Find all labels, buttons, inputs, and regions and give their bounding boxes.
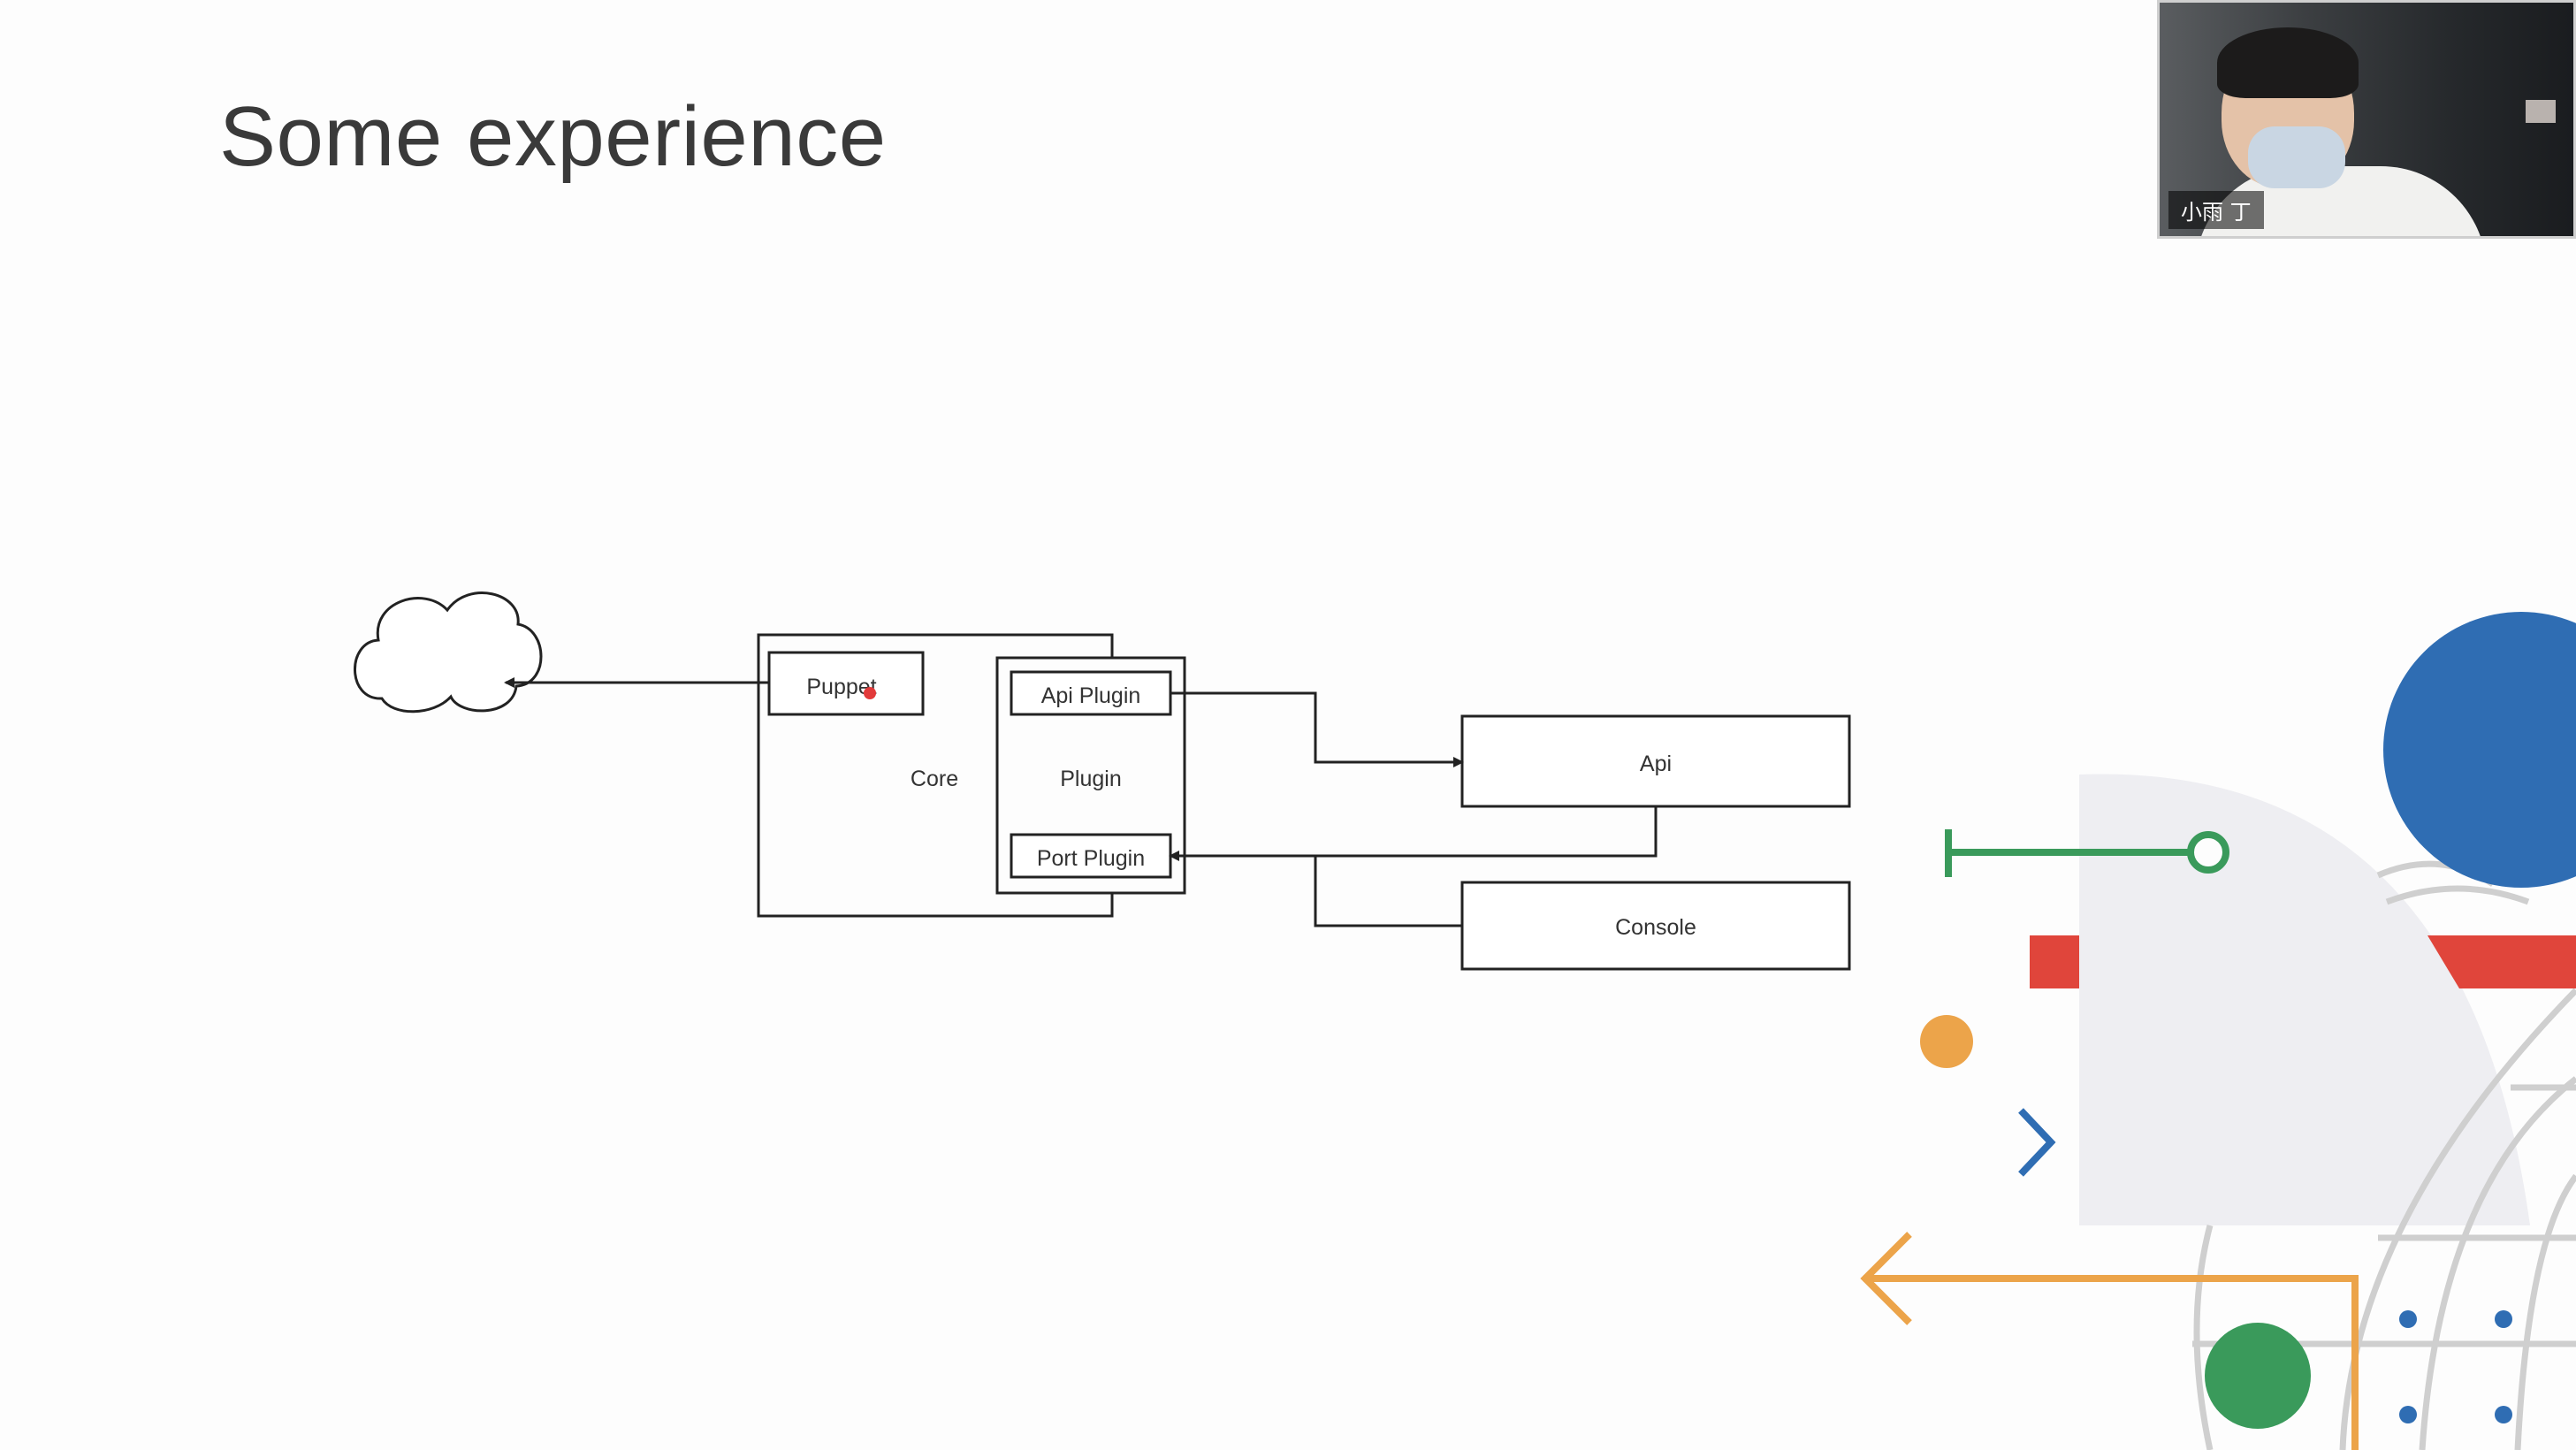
decorative-graphics [1860, 612, 2576, 1450]
blue-dots [2399, 1310, 2512, 1423]
green-pin-line [1945, 829, 2229, 877]
api-plugin-to-api-arrow [1170, 691, 1464, 767]
api-plugin-label: Api Plugin [1041, 683, 1141, 708]
video-window-light [2526, 100, 2556, 123]
cursor-pointer-dot [864, 687, 876, 699]
connectors [504, 677, 1658, 927]
api-plugin-box [1010, 670, 1172, 716]
participant-hair [2217, 27, 2359, 98]
participant-video-tile[interactable]: 小雨 丁 [2157, 0, 2576, 239]
green-circle [2205, 1323, 2311, 1429]
slide-title: Some experience [219, 89, 887, 184]
cloud-shape [354, 591, 543, 714]
api-label: Api [1640, 752, 1672, 776]
participant-name-label: 小雨 丁 [2168, 191, 2264, 229]
port-plugin-box [1010, 833, 1172, 879]
api-box [1460, 714, 1851, 808]
api-to-port-plugin-arrow [1169, 806, 1658, 861]
core-label: Core [911, 767, 958, 791]
plugin-label: Plugin [1060, 767, 1122, 791]
console-label: Console [1615, 915, 1696, 940]
port-plugin-label: Port Plugin [1037, 846, 1145, 871]
console-connector [1314, 856, 1462, 927]
participant-mask [2248, 126, 2345, 188]
architecture-diagram: Puppet Core Api Plugin Plugin Port Plugi… [354, 591, 1851, 971]
orange-arrow [1860, 1232, 2359, 1450]
orange-dot [1920, 1015, 1973, 1068]
console-box [1460, 881, 1851, 971]
red-bar-right [2427, 935, 2576, 988]
blue-large-circle [2383, 612, 2576, 888]
grey-quarter-shape [2079, 774, 2530, 1225]
blue-chevron [2018, 1108, 2056, 1177]
red-bar-left [2030, 935, 2079, 988]
